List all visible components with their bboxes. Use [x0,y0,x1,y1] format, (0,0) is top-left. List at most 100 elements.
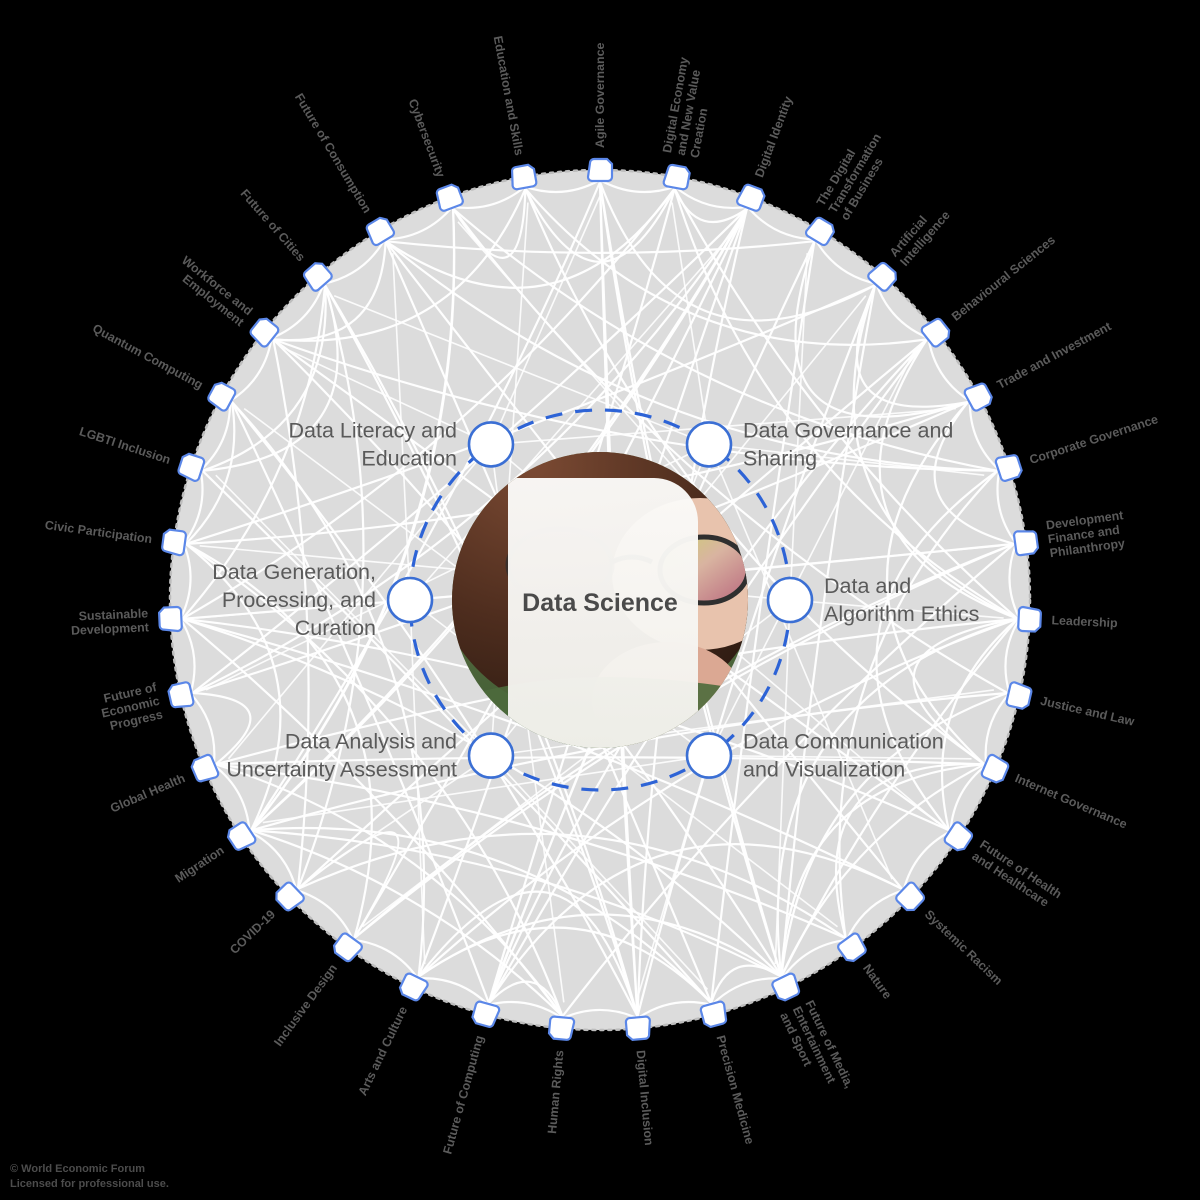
topic-node[interactable]: Precision Medicine [699,1000,757,1146]
topic-node[interactable]: Justice and Law [1005,681,1136,729]
topic-node[interactable]: Inclusive Design [271,932,363,1049]
topic-node[interactable]: Education and Skills [491,35,538,191]
topic-marker-icon[interactable] [736,183,766,212]
topic-node[interactable]: Migration [172,821,257,886]
topic-node[interactable]: Quantum Computing [90,321,237,412]
topic-node[interactable]: Workforce andEmployment [170,253,280,348]
topic-marker-icon[interactable] [994,452,1023,482]
topic-node[interactable]: Future of Healthand Healthcare [943,821,1064,913]
topic-marker-icon[interactable] [943,821,975,853]
topic-marker-icon[interactable] [157,605,183,633]
topic-node[interactable]: Future of Computing [440,1000,501,1156]
topic-marker-icon[interactable] [509,163,538,191]
link-curve [179,618,196,694]
spoke-line [490,755,709,990]
spoke-line [262,754,710,824]
topic-node[interactable]: The DigitalTransformationof Business [804,124,897,247]
topic-node[interactable]: Civic Participation [44,518,187,557]
topic-marker-icon[interactable] [301,260,334,292]
topic-marker-icon[interactable] [471,1000,501,1029]
topic-node[interactable]: Digital Identity [736,94,795,212]
topic-marker-icon[interactable] [804,215,837,247]
topic-label: Internet Governance [1013,771,1129,831]
topic-marker-icon[interactable] [248,316,280,348]
topic-node[interactable]: Agile Governance [586,43,614,183]
topic-marker-icon[interactable] [167,681,195,710]
topic-marker-icon[interactable] [586,157,614,183]
topic-marker-icon[interactable] [699,1000,729,1029]
topic-marker-icon[interactable] [1005,681,1033,710]
topic-marker-icon[interactable] [206,380,237,412]
topic-marker-icon[interactable] [331,932,363,964]
topic-node[interactable]: Digital Inclusion [624,1015,656,1146]
topic-marker-icon[interactable] [867,260,900,292]
topic-node[interactable]: Future ofEconomicProgress [97,680,195,734]
topic-marker-icon[interactable] [190,753,220,785]
hub[interactable]: Data Science [432,400,788,758]
category-node-circle[interactable] [386,576,434,624]
topic-node[interactable]: Digital Economyand New ValueCreation [660,56,719,191]
topic-node[interactable]: Global Health [108,753,220,816]
topic-marker-icon[interactable] [837,932,869,964]
topic-node[interactable]: Systemic Racism [895,881,1006,988]
topic-node[interactable]: Trade and Investment [963,319,1114,412]
topic-node[interactable]: ArtificialIntelligence [867,199,953,292]
topic-marker-icon[interactable] [662,163,691,191]
category-node-circle[interactable] [685,421,733,468]
topic-marker-icon[interactable] [920,316,952,348]
topic-marker-icon[interactable] [364,215,396,247]
topic-marker-icon[interactable] [398,972,429,1002]
topic-node[interactable]: Internet Governance [980,753,1130,832]
link-curve [710,241,816,1004]
topic-marker-icon[interactable] [980,753,1011,785]
topic-node[interactable]: Corporate Governance [994,412,1160,482]
link-curve [296,284,365,890]
topic-marker-icon[interactable] [624,1015,652,1042]
topic-label: Migration [172,843,226,885]
topic-node[interactable]: Nature [837,932,895,1002]
topic-node[interactable]: DevelopmentFinance andPhilanthropy [1013,508,1128,560]
topic-marker-icon[interactable] [547,1015,576,1041]
link-curve [794,240,969,418]
topic-node[interactable]: Human Rights [545,1015,576,1134]
topic-marker-icon[interactable] [1017,605,1042,633]
topic-marker-icon[interactable] [273,881,305,914]
link-curve [927,337,971,402]
link-curve [384,206,454,241]
topic-node[interactable]: Cybersecurity [406,97,464,212]
category-node-circle[interactable] [467,421,515,468]
link-curve [189,692,216,766]
topic-marker-icon[interactable] [771,972,802,1002]
topic-node[interactable]: SustainableDevelopment [70,605,183,638]
topic-node[interactable]: COVID-19 [227,881,305,957]
topic-node[interactable]: Future of Consumption [292,91,396,247]
topic-marker-icon[interactable] [434,183,464,212]
topic-marker-icon[interactable] [177,452,206,482]
category-node-circle[interactable] [766,576,814,624]
topic-node[interactable]: Future of Cities [238,187,334,293]
link-curve [561,1008,639,1020]
topic-node[interactable]: Arts and Culture [355,972,429,1098]
topic-marker-icon[interactable] [161,528,187,557]
topic-node[interactable]: Future of Media,Entertainmentand Sport [771,972,857,1102]
category-node-circle[interactable] [685,732,733,779]
topic-node[interactable]: Leadership [1017,605,1118,633]
topic-marker-icon[interactable] [963,380,994,412]
link-curve [185,284,876,545]
topic-node[interactable]: LGBTI Inclusion [78,424,206,482]
spoke-line [708,347,917,756]
topic-marker-icon[interactable] [895,881,927,914]
topic-node[interactable]: Behavioural Sciences [920,233,1058,348]
topic-marker-icon[interactable] [225,821,257,853]
category-node-circle[interactable] [467,732,515,779]
topic-marker-icon[interactable] [1013,529,1040,557]
